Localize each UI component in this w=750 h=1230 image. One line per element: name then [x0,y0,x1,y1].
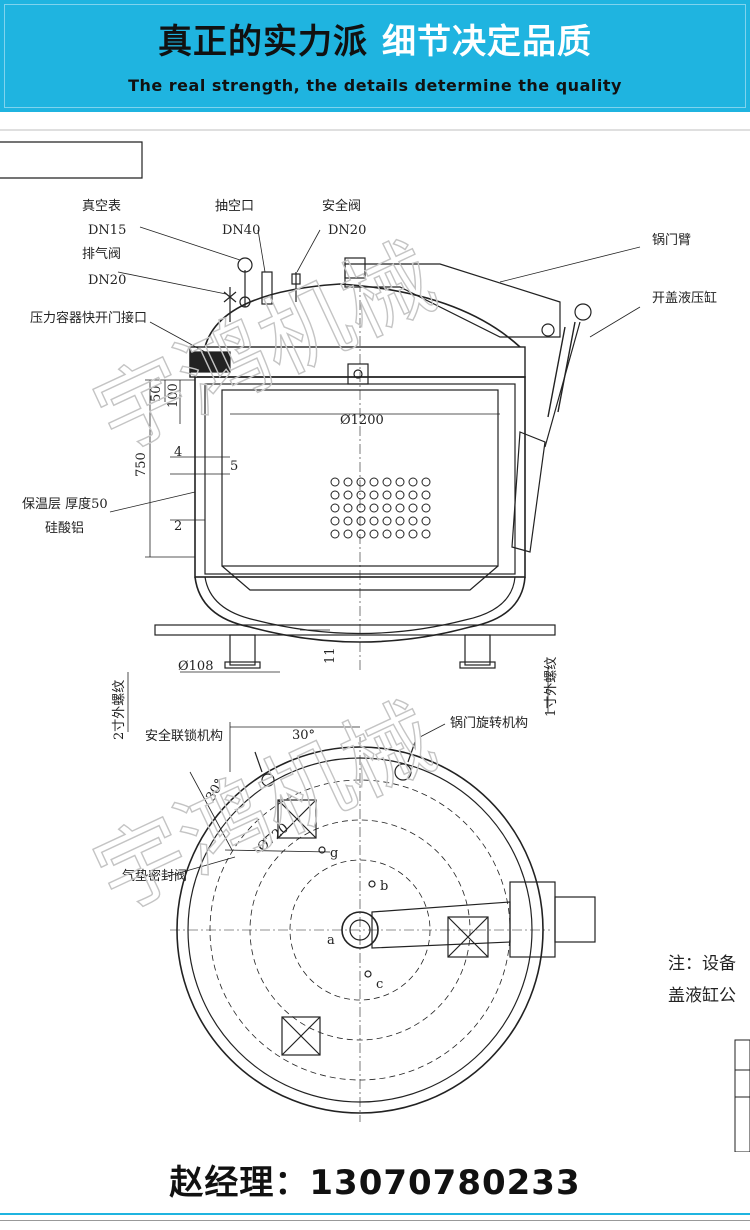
banner-title: 真正的实力派细节决定品质 [0,14,750,63]
contact-line: 赵经理：13070780233 [169,1163,581,1203]
point-g: g [330,846,338,861]
label-door-rotation: 锅门旋转机构 [450,715,528,731]
door-arm [344,263,561,338]
label-insulation-material: 硅酸铝 [45,521,84,536]
hydraulic-cylinder [547,321,576,418]
label-exhaust-valve-dn: DN20 [88,273,126,288]
label-lid-cylinder: 开盖液压缸 [652,290,717,306]
title-block-frame [0,141,143,179]
banner-subtitle: The real strength, the details determine… [128,76,622,95]
watermark-bottom: 宇鸿机械 [80,685,451,932]
note-line-1: 注：设备 [668,954,736,974]
label-suction-port-dn: DN40 [222,223,260,238]
label-suction-port: 抽空口 [215,199,254,214]
technical-drawing: 真空表 DN15 排气阀 DN20 抽空口 DN40 安全阀 DN20 锅门臂 … [0,129,750,1152]
label-vacuum-gauge: 真空表 [82,199,121,214]
dim-t2: 2 [174,519,182,534]
label-safety-valve-dn: DN20 [328,223,366,238]
header-banner: 真正的实力派细节决定品质 The real strength, the deta… [0,0,750,112]
watermark-top: 宇鸿机械 [80,225,451,472]
label-exhaust-valve: 排气阀 [82,246,121,262]
dim-h100: 100 [166,383,181,408]
label-quick-door: 压力容器快开门接口 [30,310,147,326]
label-interlock: 安全联锁机构 [145,728,223,744]
dim-angle1: 30° [292,728,315,743]
label-safety-valve: 安全阀 [322,198,361,214]
dim-h50: 50 [149,385,164,402]
dim-t4: 4 [174,445,182,460]
dim-t5: 5 [230,459,238,474]
dim-d1200: Ø1200 [340,413,384,428]
note-line-2: 盖液缸公 [668,985,736,1006]
bottom-divider-thin [0,1220,750,1221]
point-c: c [376,977,383,992]
dim-h750: 750 [134,452,149,477]
title-main: 真正的实力派 [158,22,368,62]
bottom-divider [0,1213,750,1215]
basket-holes [330,477,431,539]
label-air-seal-valve: 气垫密封阀 [122,868,187,884]
banner-border [4,4,746,108]
label-thread-2in: 2寸外螺纹 [112,680,127,740]
label-thread-1in: 1寸外螺纹 [544,657,559,717]
label-insulation: 保温层 厚度50 [22,496,108,512]
point-b: b [380,879,388,894]
label-door-arm: 锅门臂 [652,232,691,248]
top-view-door-arm [371,901,511,949]
dim-d108: Ø108 [178,659,213,674]
point-a: a [327,933,335,948]
title-accent: 细节决定品质 [382,22,592,62]
vessel-lid [204,283,521,348]
label-vacuum-gauge-dn: DN15 [88,223,126,238]
dim-t11: 11 [323,647,338,664]
